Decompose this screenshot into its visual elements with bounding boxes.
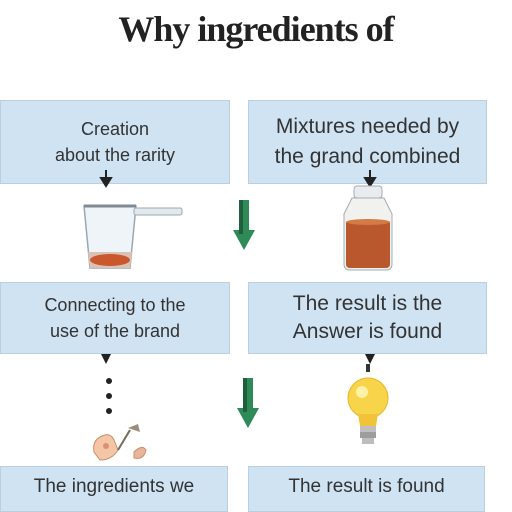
connector-arrow-icon xyxy=(98,170,114,190)
step-text: The ingredients we xyxy=(34,475,195,499)
step-box-top-left: Creation about the rarity xyxy=(0,100,230,184)
step-text: Creation xyxy=(81,116,149,142)
measuring-cup-icon xyxy=(78,200,186,274)
step-text: use of the brand xyxy=(50,318,180,344)
step-text: about the rarity xyxy=(55,142,175,168)
connector-arrow-icon xyxy=(98,350,114,370)
down-arrow-icon xyxy=(232,198,256,252)
step-box-middle-right: The result is the Answer is found xyxy=(248,282,487,354)
step-text: Connecting to the xyxy=(44,292,185,318)
step-text: Mixtures needed by xyxy=(276,112,459,142)
step-box-bottom-right: The result is found xyxy=(248,466,485,512)
hand-icon xyxy=(88,422,152,464)
jar-icon xyxy=(340,184,396,272)
step-text: The result is the xyxy=(293,290,442,318)
step-box-middle-left: Connecting to the use of the brand xyxy=(0,282,230,354)
lightbulb-icon xyxy=(346,364,390,452)
down-arrow-icon xyxy=(236,376,260,430)
step-text: Answer is found xyxy=(293,318,442,346)
page-title: Why ingredients of xyxy=(0,8,512,50)
dotted-connector-icon xyxy=(104,376,114,416)
step-box-bottom-left: The ingredients we xyxy=(0,466,228,512)
step-text: The result is found xyxy=(288,475,444,499)
step-text: the grand combined xyxy=(275,142,461,172)
